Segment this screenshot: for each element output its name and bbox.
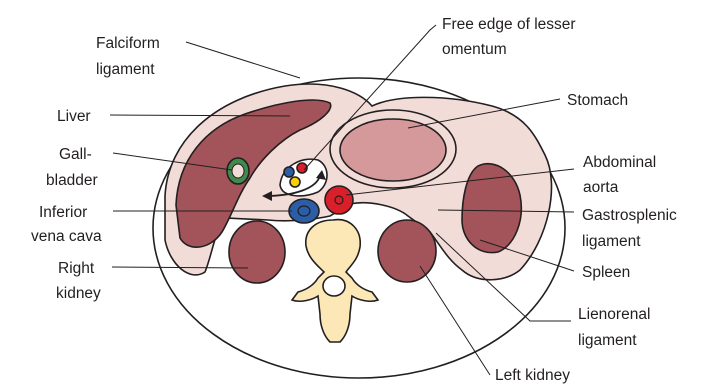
spinal-canal (323, 276, 345, 296)
label-ivc-1: Inferior (39, 204, 87, 221)
gallbladder-lumen (232, 164, 244, 178)
label-lesser-omentum-2: omentum (442, 41, 507, 58)
inferior-vena-cava (289, 199, 319, 223)
right-kidney (229, 221, 285, 283)
label-aorta-2: aorta (583, 179, 619, 196)
stomach (340, 119, 446, 181)
label-right-kidney-1: Right (58, 260, 95, 277)
bile-duct (290, 177, 300, 187)
label-gastrosplenic-2: ligament (582, 233, 641, 250)
label-right-kidney-2: kidney (56, 285, 101, 302)
label-falciform-2: ligament (96, 61, 155, 78)
label-gastrosplenic-1: Gastrosplenic (582, 207, 677, 224)
label-lienorenal-2: ligament (578, 332, 637, 349)
label-gallbladder-2: bladder (46, 172, 98, 189)
label-liver: Liver (57, 108, 91, 125)
label-lienorenal-1: Lienorenal (578, 306, 650, 323)
label-left-kidney: Left kidney (495, 367, 570, 384)
label-gallbladder-1: Gall- (59, 146, 92, 163)
label-stomach: Stomach (567, 92, 628, 109)
label-aorta-1: Abdominal (583, 154, 656, 171)
left-kidney (378, 220, 436, 282)
label-falciform-1: Falciform (96, 35, 160, 52)
label-lesser-omentum-1: Free edge of lesser (442, 16, 576, 33)
portal-vein (284, 167, 294, 177)
label-spleen: Spleen (582, 264, 630, 281)
label-ivc-2: vena cava (31, 228, 102, 245)
abdominal-aorta (325, 186, 353, 214)
spleen (462, 164, 521, 253)
